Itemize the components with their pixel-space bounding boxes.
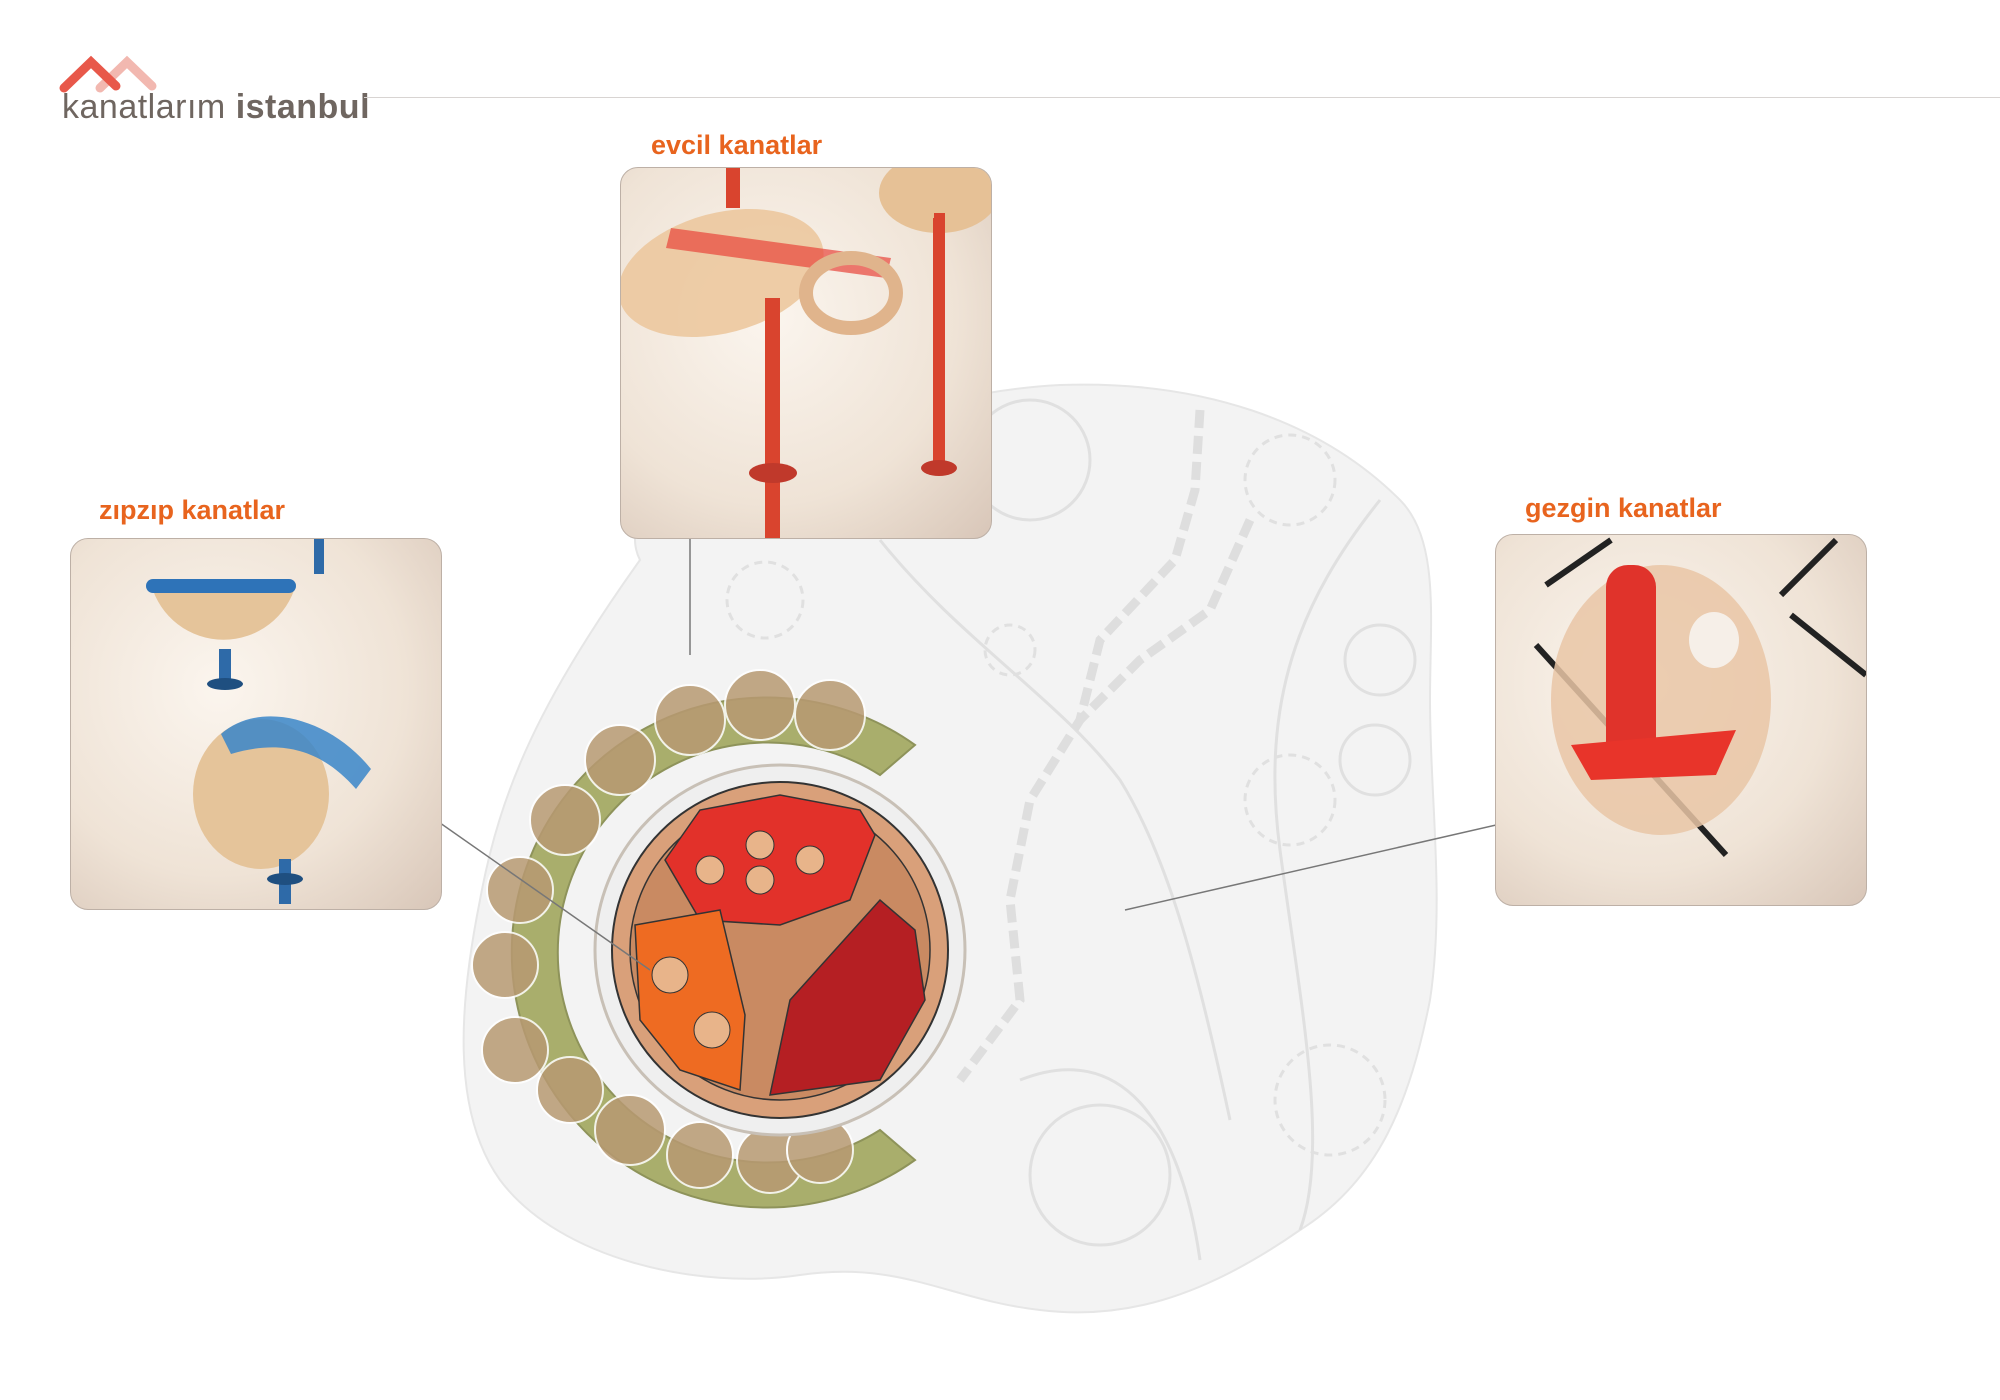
brand-name: kanatlarım istanbul <box>62 88 370 127</box>
callout-card-evcil <box>620 167 992 539</box>
callout-label-zipzip: zıpzıp kanatlar <box>99 495 286 525</box>
callout-card-gezgin <box>1495 534 1867 906</box>
brand-name-bold: istanbul <box>235 88 371 126</box>
callout-card-zipzip <box>70 538 442 910</box>
blue-spring-rocker-render <box>146 539 371 904</box>
brand-name-light: kanatlarım <box>62 88 226 126</box>
red-play-zone-top <box>664 794 876 926</box>
logo-icon <box>59 55 157 93</box>
callout-label-evcil: evcil kanatlar <box>651 130 823 160</box>
darkred-play-zone <box>769 898 926 1096</box>
callout-label-gezgin: gezgin kanatlar <box>1525 493 1722 523</box>
red-dome-climber-render <box>1533 537 1866 858</box>
playground-ring <box>471 669 967 1209</box>
red-wing-seat-render <box>621 168 991 538</box>
header-divider <box>364 97 2000 98</box>
